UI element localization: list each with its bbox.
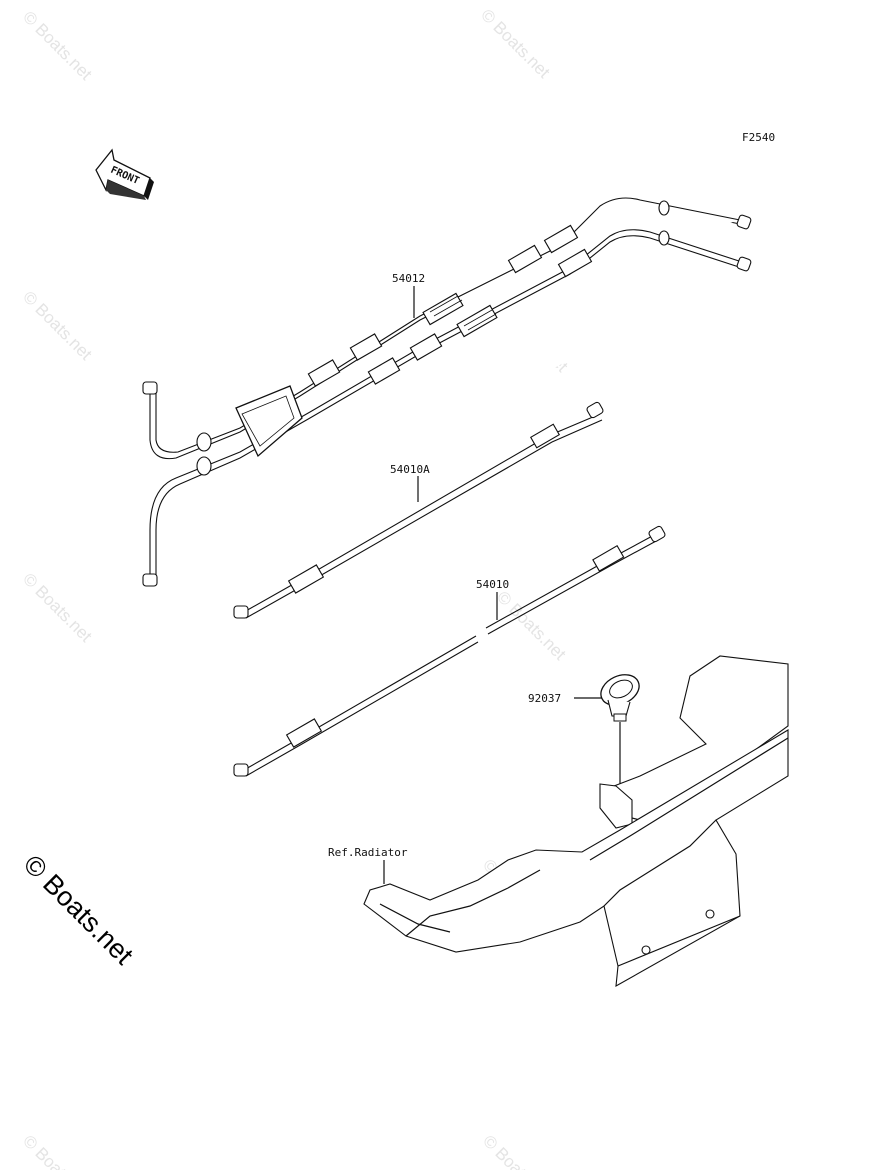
watermark-text: © Boats.net	[479, 1131, 556, 1170]
copyright-stamp: © Boats.net	[18, 849, 140, 971]
watermark-text: © Boats.net	[19, 287, 96, 364]
reference-label: Ref.Radiator	[328, 846, 408, 859]
watermark-text: © Boats.net	[19, 569, 96, 646]
ref-code: F2540	[742, 131, 775, 144]
cable-54010	[233, 525, 666, 777]
part-label-54010A: 54010A	[390, 463, 430, 476]
watermark-text: © Boats.net	[477, 5, 554, 82]
cable-clamp	[600, 674, 640, 722]
throttle-cable-assembly	[142, 197, 752, 587]
watermark-text: © Boats.net	[493, 587, 570, 664]
watermark-text: © Boats.net	[19, 1131, 96, 1170]
radiator-bracket	[363, 655, 789, 988]
part-label-54010: 54010	[476, 578, 509, 591]
front-arrow-icon: FRONT	[95, 148, 154, 200]
watermark-text: © Boats.net	[19, 7, 96, 84]
choke-cable	[233, 401, 604, 619]
part-label-54012: 54012	[392, 272, 425, 285]
part-label-92037: 92037	[528, 692, 561, 705]
